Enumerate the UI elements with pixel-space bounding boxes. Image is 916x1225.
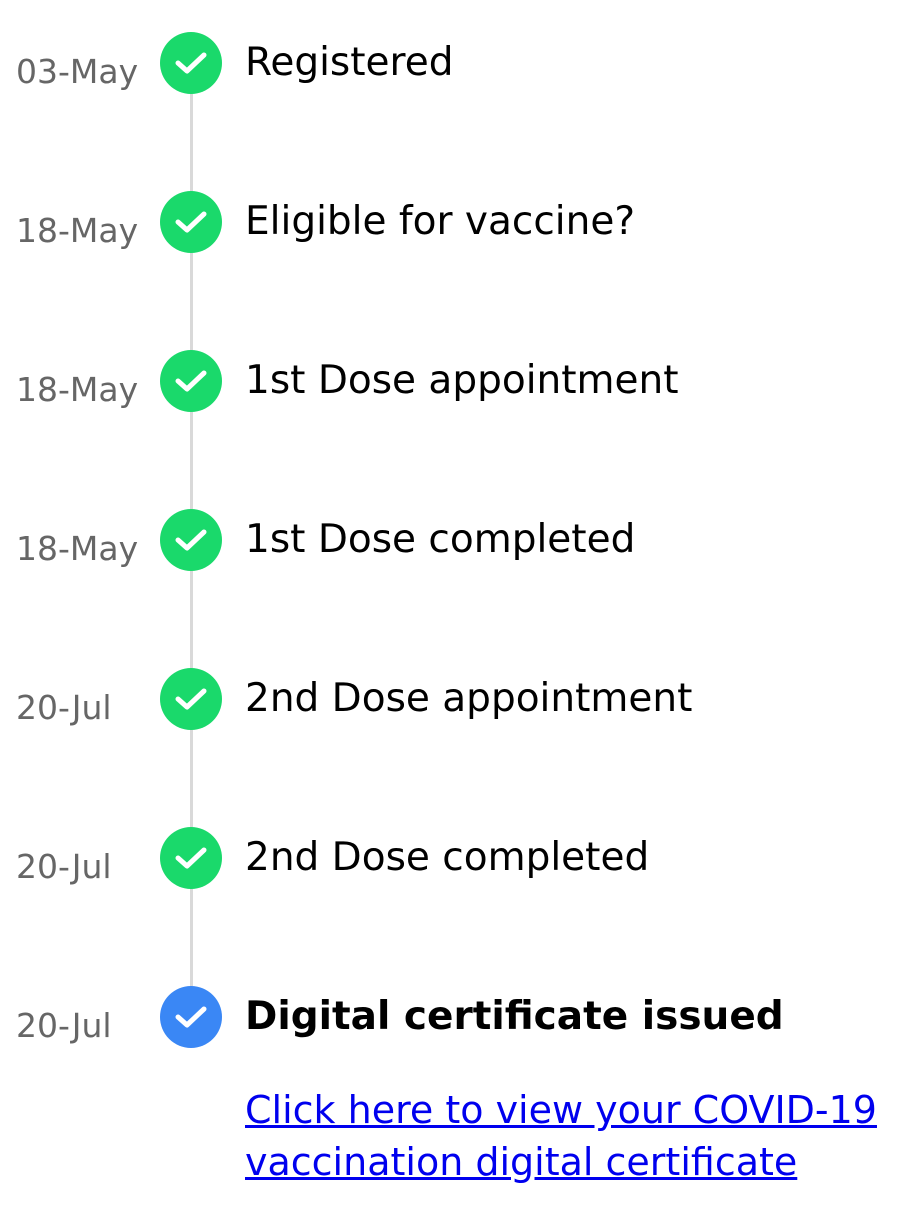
check-icon	[175, 687, 207, 711]
step-date: 20-Jul	[16, 847, 112, 886]
check-icon	[175, 1005, 207, 1029]
step-label: 1st Dose completed	[245, 517, 636, 562]
timeline-step-eligible: 18-May Eligible for vaccine?	[0, 187, 916, 257]
step-label: 1st Dose appointment	[245, 358, 679, 403]
step-status-circle	[160, 32, 222, 94]
step-date: 03-May	[16, 52, 139, 91]
step-date: 20-Jul	[16, 1006, 112, 1045]
view-certificate-link[interactable]: Click here to view your COVID-19 vaccina…	[245, 1088, 877, 1184]
step-status-circle-current	[160, 986, 222, 1048]
step-label: Digital certificate issued	[245, 994, 784, 1039]
check-icon	[175, 369, 207, 393]
step-status-circle	[160, 668, 222, 730]
step-label: Registered	[245, 40, 454, 85]
step-status-circle	[160, 827, 222, 889]
step-label: 2nd Dose appointment	[245, 676, 693, 721]
timeline-step-registered: 03-May Registered	[0, 28, 916, 98]
step-date: 18-May	[16, 370, 139, 409]
step-status-circle	[160, 509, 222, 571]
step-date: 20-Jul	[16, 688, 112, 727]
step-status-circle	[160, 350, 222, 412]
check-icon	[175, 51, 207, 75]
step-status-circle	[160, 191, 222, 253]
timeline-step-first-dose-completed: 18-May 1st Dose completed	[0, 505, 916, 575]
check-icon	[175, 528, 207, 552]
check-icon	[175, 846, 207, 870]
step-date: 18-May	[16, 529, 139, 568]
timeline-step-second-dose-completed: 20-Jul 2nd Dose completed	[0, 823, 916, 893]
step-label: Eligible for vaccine?	[245, 199, 636, 244]
step-date: 18-May	[16, 211, 139, 250]
timeline-step-second-dose-appointment: 20-Jul 2nd Dose appointment	[0, 664, 916, 734]
step-label: 2nd Dose completed	[245, 835, 650, 880]
check-icon	[175, 210, 207, 234]
timeline-step-first-dose-appointment: 18-May 1st Dose appointment	[0, 346, 916, 416]
timeline-step-certificate-issued: 20-Jul Digital certificate issued	[0, 982, 916, 1052]
